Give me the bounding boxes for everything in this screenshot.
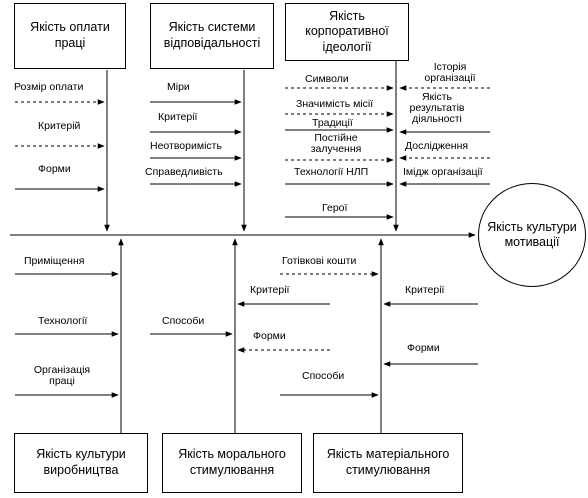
label-ideo-involvement: Постійне залучення xyxy=(310,132,362,156)
label-ideo-heroes: Герої xyxy=(322,202,348,214)
production-culture-box: Якість культури виробництва xyxy=(14,433,148,493)
pay-quality-box: Якість оплати праці xyxy=(14,3,126,69)
label-prod-organization: Організація праці xyxy=(33,364,91,388)
moral-stimulation-box: Якість морального стимулювання xyxy=(162,433,302,493)
label-ideo-mission: Значимість місії xyxy=(296,98,374,110)
label-mat-methods: Способи xyxy=(302,370,345,382)
label-moral-criteria: Критерії xyxy=(250,284,290,296)
responsibility-quality-box: Якість системи відповідальності xyxy=(150,3,274,69)
motivation-culture-target: Якість культури мотивації xyxy=(478,183,586,287)
label-ideo-symbols: Символи xyxy=(305,73,349,85)
label-mat-cash: Готівкові кошти xyxy=(282,255,357,267)
label-mat-forms: Форми xyxy=(407,342,440,354)
label-prod-technologies: Технології xyxy=(38,315,88,327)
label-moral-forms: Форми xyxy=(253,330,286,342)
label-ideo-traditions: Традиції xyxy=(312,117,353,129)
label-moral-methods: Способи xyxy=(162,315,205,327)
label-pay-forms: Форми xyxy=(38,163,71,175)
label-mat-criteria-right: Критерії xyxy=(405,284,445,296)
label-pay-criterion: Критерій xyxy=(38,120,81,132)
label-ideo-image: Імідж організації xyxy=(403,166,483,178)
label-resp-criteria: Критерії xyxy=(158,111,198,123)
ideology-quality-box: Якість корпоративної ідеології xyxy=(285,3,409,61)
label-prod-premises: Приміщення xyxy=(24,255,85,267)
label-resp-inevitability: Неотворимість xyxy=(150,140,222,152)
label-pay-size: Розмір оплати xyxy=(14,81,84,93)
label-ideo-history: Історія організації xyxy=(424,61,476,85)
label-ideo-research: Дослідження xyxy=(405,140,469,152)
label-resp-justice: Справедливість xyxy=(145,166,223,178)
label-resp-measures: Міри xyxy=(167,81,190,93)
label-ideo-hr-tech: Технології НЛП xyxy=(294,166,369,178)
material-stimulation-box: Якість матеріального стимулювання xyxy=(313,433,463,493)
label-ideo-results: Якість результатів діяльності xyxy=(409,91,465,126)
